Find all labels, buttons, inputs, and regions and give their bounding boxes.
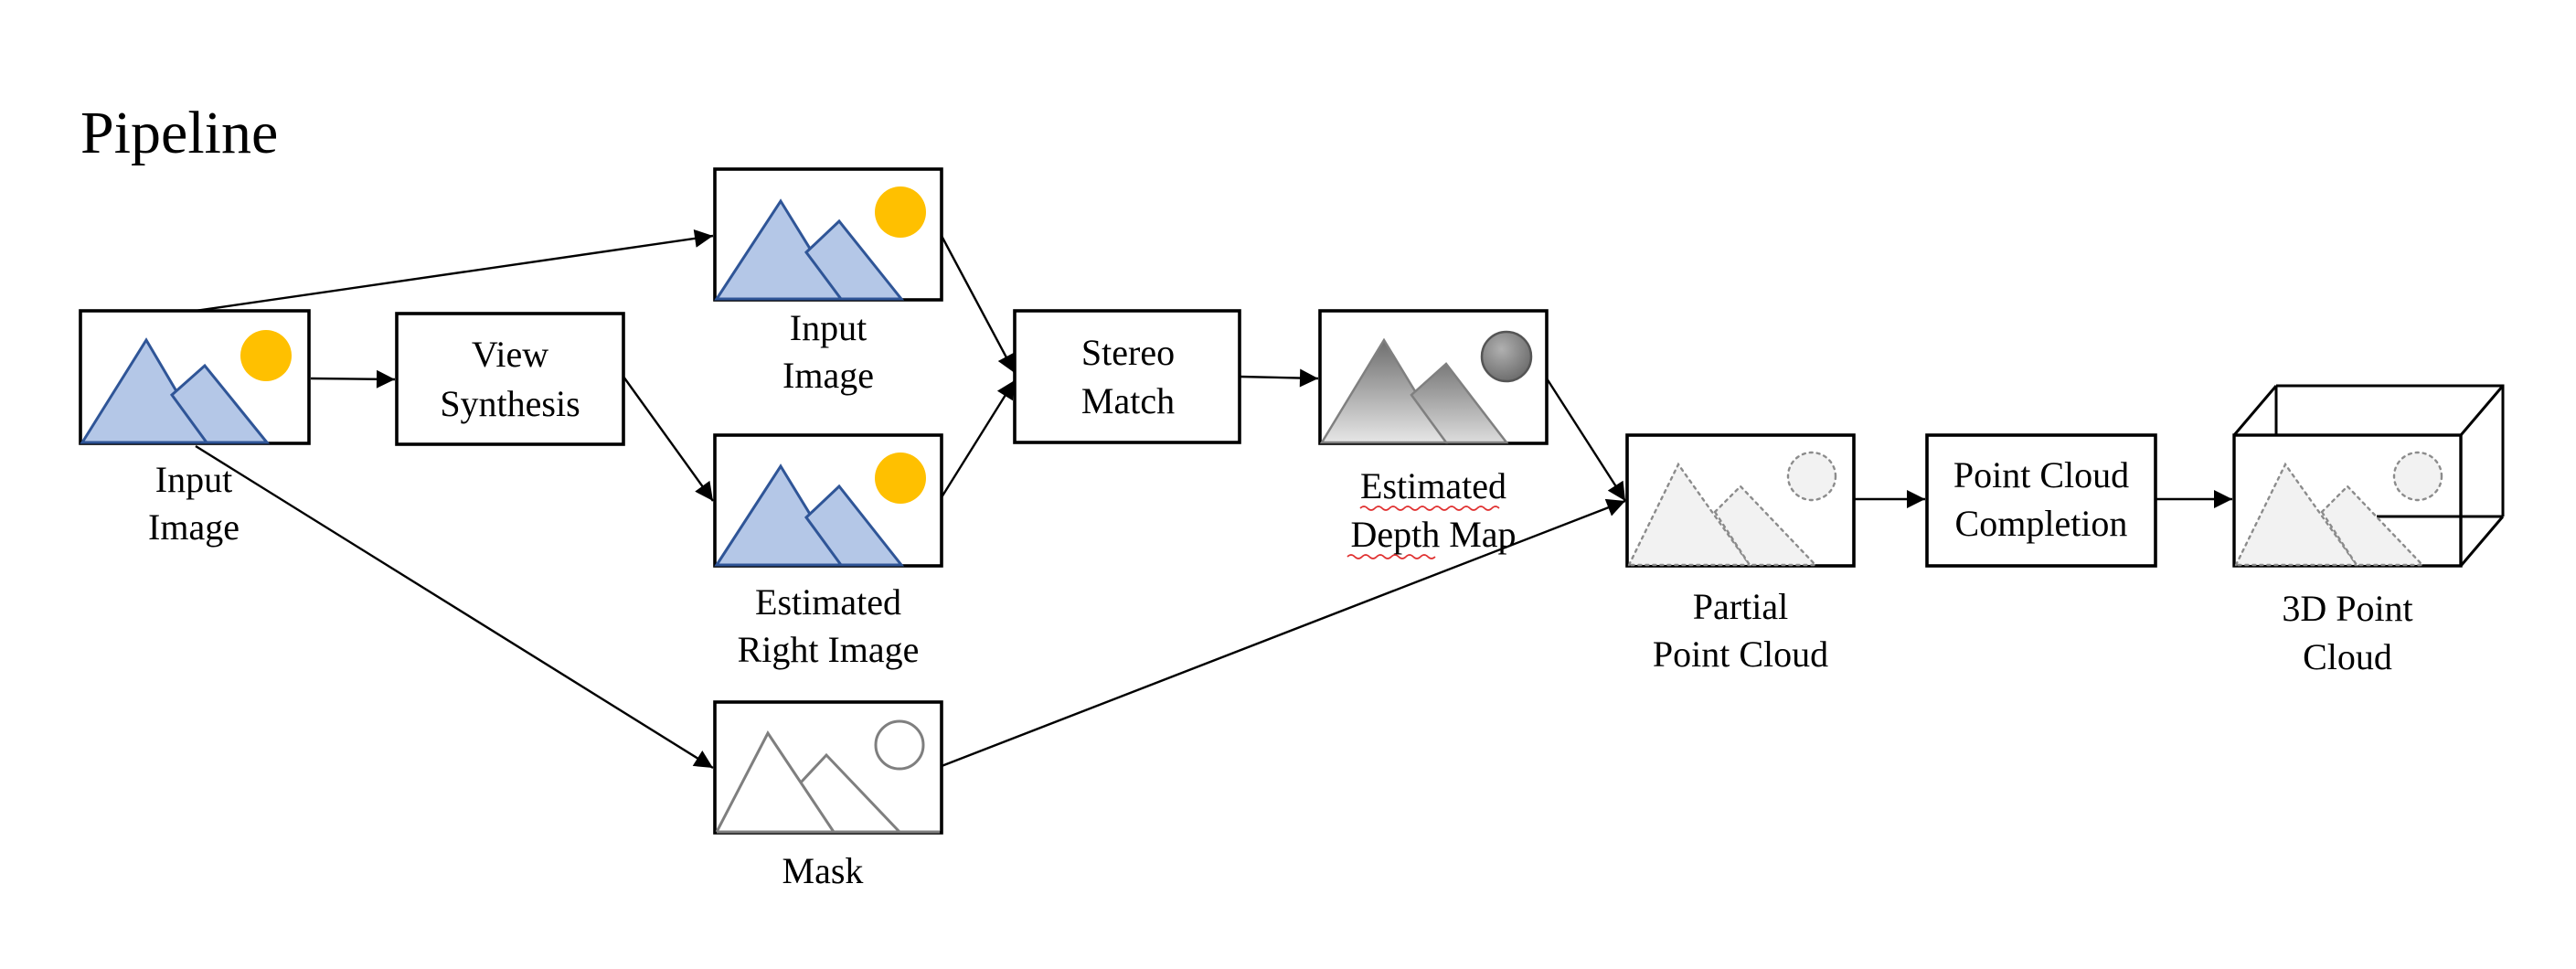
completion-box [1925, 433, 2157, 568]
sun-icon [875, 186, 926, 238]
completion-label-line1: Point Cloud [1953, 454, 2129, 495]
mountain-points-icon [2320, 484, 2425, 567]
partial-cloud-label-line2: Point Cloud [1653, 634, 1828, 675]
node-view-synthesis: View Synthesis [395, 312, 625, 446]
stereo-match-label-line1: Stereo [1081, 332, 1175, 373]
circle-points-icon [1786, 451, 1837, 502]
right-image-label-line1: Estimated [755, 581, 901, 623]
stereo-match-box [1013, 309, 1241, 444]
cube-depth-edge [2459, 385, 2505, 436]
edge-input-to-mask [195, 444, 714, 770]
3d-cloud-label-line2: Cloud [2303, 636, 2392, 677]
node-estimated-right-image: Estimated Right Image [713, 433, 943, 670]
node-stereo-match: Stereo Match [1013, 309, 1241, 444]
edge-input-to-top-input [195, 229, 714, 313]
node-mask: Mask [713, 700, 943, 891]
edge-right-image-to-stereo [940, 379, 1017, 498]
cube-depth-edge [2459, 516, 2505, 567]
completion-label-line2: Completion [1955, 503, 2128, 544]
node-input-image: Input Image [79, 309, 311, 548]
spellcheck-underline [1347, 554, 1436, 559]
mountain-icon [804, 484, 905, 567]
mountain-icon [1410, 362, 1509, 444]
mountain-points-icon [1627, 462, 1752, 567]
edge-stereo-to-depth [1239, 368, 1319, 388]
diagram-title: Pipeline [80, 100, 278, 166]
edges [195, 229, 2232, 770]
edge-top-input-to-stereo [940, 235, 1017, 374]
moon-icon [1480, 330, 1533, 383]
edge-mask-to-partial [941, 498, 1626, 768]
depth-map-label-line1: Estimated [1360, 465, 1506, 506]
partial-cloud-label-line1: Partial [1693, 586, 1788, 627]
view-synthesis-label-line1: View [472, 334, 548, 375]
mountain-icon [804, 218, 905, 301]
sun-icon [240, 330, 292, 381]
edge-depth-to-partial [1545, 378, 1627, 502]
sun-icon [875, 453, 926, 504]
cube-back-edge [2276, 384, 2505, 516]
3d-cloud-label-line1: 3D Point [2282, 588, 2412, 629]
node-partial-point-cloud: Partial Point Cloud [1625, 433, 1856, 675]
depth-map-label-line2: Depth Map [1350, 514, 1516, 555]
mountain-icon [169, 363, 271, 444]
mountain-outline-icon [715, 730, 836, 833]
node-point-cloud-completion: Point Cloud Completion [1925, 433, 2157, 568]
input-image-label-line1: Input [155, 459, 232, 500]
cube-depth-edge [2232, 385, 2278, 436]
view-synthesis-label-line2: Synthesis [440, 383, 580, 424]
spellcheck-underline [1359, 506, 1500, 511]
mountain-outline-icon [799, 752, 901, 834]
mountain-points-icon [2234, 462, 2359, 567]
view-synthesis-box [395, 312, 625, 446]
node-3d-point-cloud: 3D Point Cloud [2232, 384, 2505, 677]
node-estimated-depth-map: Estimated Depth Map [1318, 309, 1549, 559]
node-top-input-image: Input Image [713, 167, 943, 396]
circle-outline-icon [874, 719, 925, 771]
mountain-points-icon [1713, 484, 1818, 567]
mask-label: Mask [782, 850, 864, 891]
input-image-label-line2: Image [148, 506, 240, 548]
right-image-label-line2: Right Image [738, 629, 920, 670]
edge-view-synthesis-to-right-image [623, 376, 714, 502]
top-input-image-label-line2: Image [782, 355, 874, 396]
circle-points-icon [2392, 451, 2443, 502]
top-input-image-label-line1: Input [790, 307, 867, 348]
stereo-match-label-line2: Match [1081, 380, 1175, 421]
edge-input-to-view-synthesis [310, 369, 396, 389]
